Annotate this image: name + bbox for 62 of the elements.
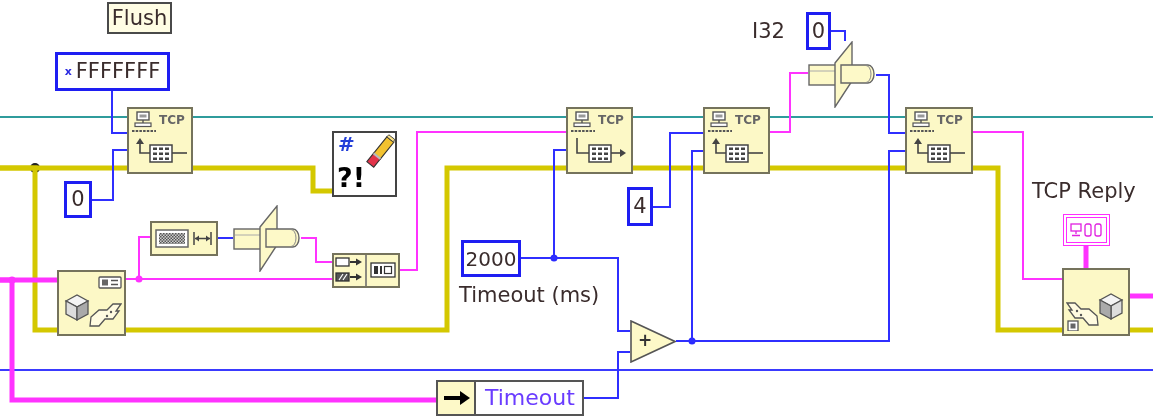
- value-text: 2000: [465, 248, 517, 269]
- wire: [520, 257, 631, 332]
- terminal-block: [1063, 214, 1110, 246]
- thick-wire: [126, 165, 566, 333]
- cylinder-plate-symbol: [233, 205, 301, 272]
- function-name: TCP: [598, 114, 624, 126]
- function-name: TCP: [159, 114, 185, 126]
- thick-wire: [0, 277, 436, 403]
- wire: [972, 131, 1063, 280]
- function-block: [127, 107, 193, 174]
- function-name: TCP: [735, 114, 761, 126]
- function-block: [566, 107, 633, 174]
- caption-text: TCP Reply: [1032, 181, 1136, 202]
- wire: [192, 116, 567, 118]
- numeric-constant: [64, 181, 92, 218]
- label-text: Flush: [111, 7, 168, 29]
- value-text: 0: [71, 189, 85, 210]
- numeric-constant: [627, 187, 653, 226]
- wire: [125, 278, 333, 280]
- thick-wire: [1083, 246, 1089, 268]
- caption-text: Timeout (ms): [459, 285, 600, 306]
- thick-wire: [770, 165, 905, 171]
- wire: [91, 149, 128, 201]
- function-name: TCP: [937, 114, 963, 126]
- function-block: [332, 131, 397, 197]
- radix-marker: x: [64, 66, 72, 77]
- add-triangle: [630, 320, 676, 363]
- value-text: 0: [811, 20, 826, 42]
- wire: [972, 116, 1153, 118]
- symbol-text: #: [338, 134, 355, 154]
- wire: [830, 30, 846, 42]
- thick-wire: [633, 165, 703, 171]
- wire: [583, 351, 631, 399]
- wire: [217, 237, 234, 239]
- wire: [875, 74, 906, 134]
- wire: [769, 72, 809, 133]
- caption-text: I32: [752, 21, 785, 42]
- numeric-constant: [806, 12, 831, 50]
- wire: [0, 116, 128, 118]
- value-text: FFFFFFF: [75, 61, 161, 82]
- wire: [632, 116, 704, 118]
- field-name: Timeout: [485, 387, 575, 409]
- wire: [399, 131, 567, 271]
- numeric-constant: [55, 52, 170, 91]
- function-block: [150, 221, 218, 256]
- function-block: [905, 107, 973, 174]
- wire: [652, 132, 704, 208]
- thick-wire: [1130, 293, 1153, 299]
- wire: [769, 116, 906, 118]
- thick-wire: [193, 165, 332, 194]
- symbol-text: ?!: [337, 164, 365, 191]
- operator-sign: +: [638, 332, 653, 349]
- value-text: 4: [633, 196, 647, 217]
- wire: [111, 90, 128, 134]
- thick-wire: [973, 165, 1062, 333]
- name-field-block: [436, 380, 584, 416]
- thick-wire: [0, 165, 57, 333]
- function-block: [703, 107, 770, 174]
- wire: [300, 237, 333, 263]
- thick-wire: [1130, 327, 1153, 333]
- numeric-constant: [461, 240, 521, 277]
- cylinder-plate-symbol: [808, 41, 876, 108]
